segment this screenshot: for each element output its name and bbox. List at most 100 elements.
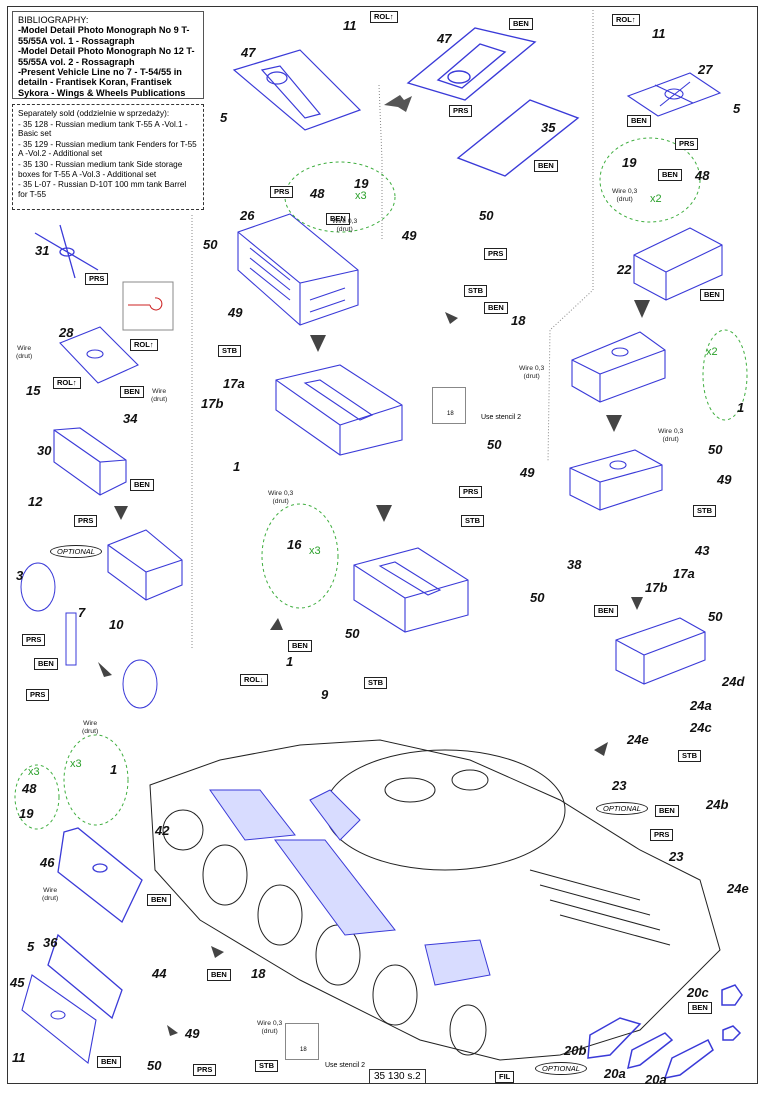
part-number-label: 50 [345, 626, 360, 641]
separately-sold-box: Separately sold (oddzielnie w sprzedaży)… [12, 104, 204, 210]
separately-sold-item: - 35 128 - Russian medium tank T-55 A -V… [18, 119, 188, 139]
prs-tag: PRS [650, 829, 674, 841]
storage-box-part [615, 617, 706, 685]
prs-tag: PRS [484, 248, 508, 260]
stb-tag: STB [693, 505, 716, 517]
stb-tag: STB [464, 285, 487, 297]
ben-tag: BEN [484, 302, 508, 314]
bibliography-heading: BIBLIOGRAPHY: [18, 15, 89, 25]
fil-tag: FIL [495, 1071, 515, 1083]
part-number-label: 50 [708, 609, 723, 624]
rolling-inset [122, 281, 174, 331]
tank-hull [149, 739, 721, 1061]
stb-tag: STB [364, 677, 387, 689]
ben-tag: BEN [534, 160, 558, 172]
ben-tag: BEN [288, 640, 312, 652]
part-number-label: 35 [541, 120, 556, 135]
ben-tag: BEN [509, 18, 533, 30]
rol-up-tag: ROL↑ [370, 11, 398, 23]
prs-tag: PRS [193, 1064, 217, 1076]
stencil-bend-inset: 18 [432, 387, 466, 424]
part-number-label: 22 [617, 262, 632, 277]
group-outline [14, 764, 60, 830]
storage-box-part [275, 364, 403, 456]
part-number-label: 19 [354, 176, 369, 191]
use-stencil-note: Use stencil 2 [481, 414, 522, 421]
mounted-boxes [209, 789, 491, 986]
ben-tag: BEN [700, 289, 724, 301]
part-number-label: 26 [240, 208, 255, 223]
part-number-label: 11 [652, 26, 666, 41]
frame-35-part [456, 99, 580, 177]
quantity-x2: x2 [706, 346, 718, 358]
part-number-label: 20a [645, 1072, 667, 1087]
part-number-label: 11 [12, 1050, 26, 1065]
frame-36-part [47, 933, 123, 1020]
part-number-label: 1 [286, 654, 294, 669]
guide-line [378, 84, 383, 240]
box-30-part [53, 427, 127, 496]
part-number-label: 24e [627, 732, 649, 747]
rol-down-tag: ROL↓ [240, 674, 268, 686]
plate-28-part [59, 326, 139, 384]
quantity-x3: x3 [70, 758, 82, 770]
ben-tag: BEN [34, 658, 58, 670]
part-number-label: 24c [690, 720, 712, 735]
part-number-label: 20b [564, 1043, 587, 1058]
part-number-label: 17b [201, 396, 224, 411]
prs-tag: PRS [26, 689, 50, 701]
bibliography-item: -Model Detail Photo Monograph No 9 T-55/… [18, 25, 190, 46]
part-number-label: 30 [37, 443, 52, 458]
part-number-label: 47 [437, 31, 452, 46]
wire-note: Wire 0,3 (drut) [519, 365, 545, 380]
prs-tag: PRS [74, 515, 98, 527]
plate-27-part [626, 72, 722, 117]
use-stencil-note: Use stencil 2 [325, 1062, 366, 1069]
direction-arrow-icon [384, 95, 412, 112]
wire-note: Wire (drut) [151, 388, 168, 403]
part-number-label: 50 [487, 437, 502, 452]
frame-46-part [57, 827, 143, 924]
ben-tag: BEN [658, 169, 682, 181]
part-number-label: 23 [612, 778, 627, 793]
optional-box-part [107, 529, 183, 601]
quantity-x2: x2 [650, 193, 662, 205]
bibliography-item: -Model Detail Photo Monograph No 12 T-55… [18, 46, 195, 67]
ben-tag: BEN [147, 894, 171, 906]
bibliography-item: -Present Vehicle Line no 7 - T-54/55 in … [18, 67, 186, 98]
lid-47-part [406, 27, 537, 101]
separately-sold-item: - 35 129 - Russian medium tank Fenders f… [18, 139, 197, 159]
box-22-part [633, 227, 723, 301]
part-number-label: 28 [59, 325, 74, 340]
quantity-x3: x3 [28, 766, 40, 778]
group-outline [63, 734, 129, 826]
part-number-label: 36 [43, 935, 58, 950]
optional-tag: OPTIONAL [535, 1062, 587, 1075]
part-number-label: 34 [123, 411, 138, 426]
wire-note: Wire 0,3 (drut) [332, 218, 358, 233]
wire-note: Wire (drut) [82, 720, 99, 735]
wire-note: Wire (drut) [16, 345, 33, 360]
part-number-label: 5 [27, 939, 35, 954]
part-number-label: 50 [479, 208, 494, 223]
part-number-label: 3 [16, 568, 24, 583]
separately-sold-item: - 35 130 - Russian medium tank Side stor… [18, 159, 183, 179]
part-number-label: 47 [241, 45, 256, 60]
wire-note: Wire 0,3 (drut) [268, 490, 294, 505]
part-number-label: 48 [310, 186, 325, 201]
star-31-part [34, 224, 99, 279]
wire-note: Wire (drut) [42, 887, 59, 902]
rol-up-tag: ROL↑ [612, 14, 640, 26]
bibliography-box: BIBLIOGRAPHY: -Model Detail Photo Monogr… [12, 11, 204, 99]
group-outline [599, 137, 701, 223]
part-number-label: 49 [402, 228, 417, 243]
part-number-label: 24e [727, 881, 749, 896]
group-outline [284, 161, 396, 233]
part-number-label: 49 [717, 472, 732, 487]
part-number-label: 19 [19, 806, 34, 821]
part-number-label: 31 [35, 243, 50, 258]
ben-tag: BEN [655, 805, 679, 817]
group-outline [261, 503, 339, 609]
part-number-label: 5 [220, 110, 228, 125]
